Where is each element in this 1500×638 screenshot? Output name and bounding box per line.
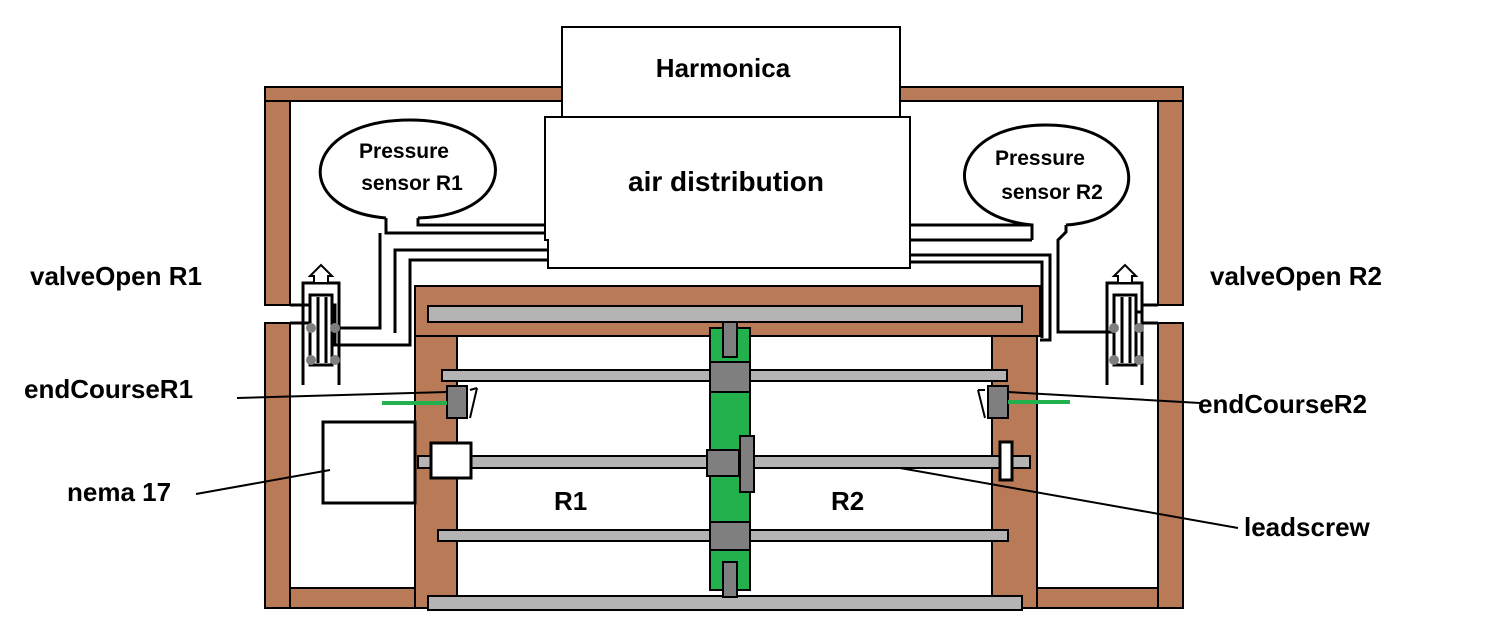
pressure-sensor-r1-line1: Pressure [359,140,449,163]
carriage-bearing-lower [709,521,751,551]
valve-r1-label: valveOpen R1 [30,261,202,291]
frame-bottom-left [289,587,416,609]
frame-right-upper [1157,100,1184,306]
air-distribution-box [544,116,911,269]
valve-r2-arrow-icon [1111,263,1139,284]
carriage-nut-flange [739,435,755,493]
air-duct-right [910,223,1158,342]
outer-frame [264,86,1184,609]
endcourse-switch-r1 [382,385,478,419]
valve-r1 [301,263,341,385]
endcourse-switch-r2 [977,385,1070,419]
pressure-sensor-r1 [318,118,497,220]
endcourse-r1-label: endCourseR1 [24,374,193,404]
valve-r2 [1105,263,1144,385]
motor-coupler [429,441,473,480]
carriage-nut [706,449,740,477]
frame-top-right [899,86,1184,102]
leadscrew-label: leadscrew [1244,512,1371,542]
frame-bottom-right [1034,587,1159,609]
endcourse-r2-label: endCourseR2 [1198,389,1367,419]
carriage-slot-top [722,321,738,358]
top-rail [427,305,1023,323]
bottom-rail [427,595,1023,611]
valve-r2-label: valveOpen R2 [1210,261,1382,291]
carriage-bearing-upper [709,361,751,393]
leader-lines [195,391,1239,529]
harmonica-label: Harmonica [656,53,791,83]
leadscrew-end-bearing [998,440,1014,482]
air-distribution-label: air distribution [628,166,824,197]
carriage-slot-bottom [722,561,738,598]
carriage [706,321,755,598]
pressure-sensor-r1-line2: sensor R1 [361,172,463,195]
frame-left-lower [264,322,291,609]
r1-label: R1 [554,486,587,516]
r2-label: R2 [831,486,864,516]
frame-left-upper [264,100,291,306]
frame-top-left [264,86,563,102]
pressure-sensor-r2 [963,123,1131,227]
pressure-sensor-r2-line2: sensor R2 [1001,181,1103,204]
valve-r1-arrow-icon [307,263,335,284]
motor-label: nema 17 [67,477,171,507]
harmonica-box [561,26,901,118]
frame-right-lower [1157,322,1184,609]
nema17-motor [321,420,417,505]
pressure-sensor-r2-line1: Pressure [995,147,1085,170]
